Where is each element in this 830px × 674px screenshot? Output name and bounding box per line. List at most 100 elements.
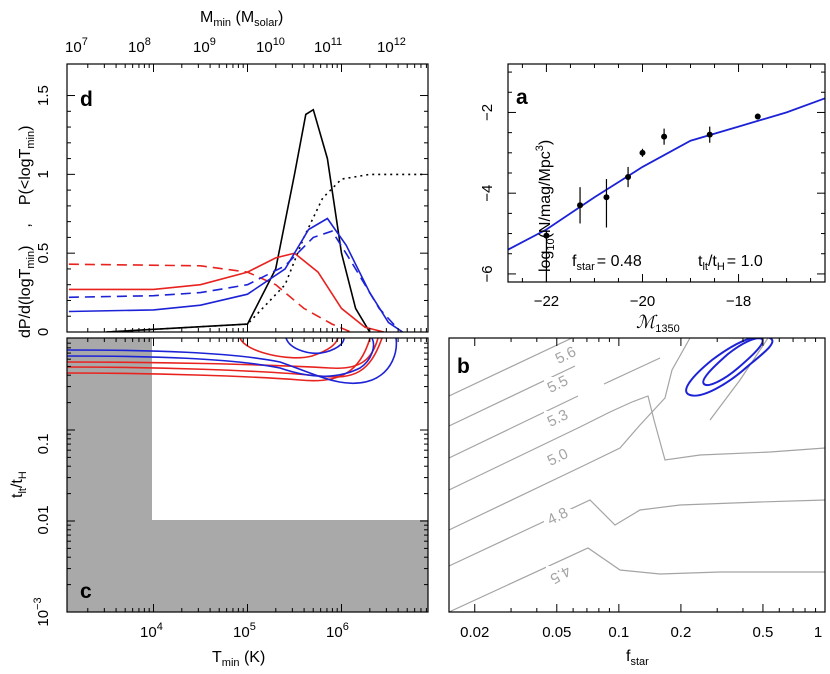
data-point	[754, 113, 761, 120]
red-solid-curve	[68, 252, 384, 332]
panel-a-ticks	[508, 64, 825, 282]
contour-line	[449, 338, 691, 531]
panel-a-xtick-label: −20	[630, 293, 655, 310]
data-point	[625, 174, 632, 181]
top-axis-tick-label: 109	[193, 36, 216, 56]
data-point	[577, 202, 584, 209]
panel-c-ytick-label: 10−3	[32, 597, 52, 626]
data-point	[603, 194, 610, 201]
panel-c-ticks	[67, 338, 428, 613]
panel-d-frame	[66, 63, 429, 333]
red-dashed-curve	[68, 263, 352, 332]
blue-contour-outer	[67, 338, 398, 385]
panel-d-curves	[68, 108, 427, 332]
contour-label-bg	[546, 566, 576, 582]
panel-b-frame	[448, 337, 826, 613]
data-point	[543, 232, 550, 239]
panel-b-x-title: fstar	[626, 648, 649, 668]
black-dotted-curve	[106, 173, 427, 332]
panel-a-tlt-annotation: tlt/tH= 1.0	[698, 253, 763, 273]
panel-c-body	[67, 338, 428, 612]
blue-contour-top	[285, 338, 345, 354]
data-point	[639, 149, 646, 156]
panel-a-y-tick-labels: −2 −4 −6	[479, 104, 496, 283]
panel-b-body	[449, 338, 825, 612]
contour-line	[709, 338, 769, 421]
red-contour-mid	[67, 338, 383, 378]
panel-c-ytick-label: 0.1	[35, 434, 52, 455]
top-axis-tick-label: 108	[128, 36, 151, 56]
contour-line	[449, 357, 661, 459]
panel-a-xtick-label: −22	[534, 293, 559, 310]
contour-label-bg	[544, 509, 574, 525]
contour-label-bg	[544, 377, 574, 393]
panel-a-x-title: ℳ1350	[636, 312, 680, 335]
contour-label: 5.0	[545, 445, 571, 469]
contour-label: 4.8	[545, 504, 571, 528]
panel-c-xtick-label: 106	[326, 621, 349, 641]
panel-d-ytick-label: 0	[35, 328, 52, 336]
panel-b-xtick-label: 0.1	[608, 624, 629, 641]
panel-a-ytick-label: −4	[479, 185, 496, 202]
panel-b-ticks	[474, 338, 817, 612]
panel-a-ytick-label: −6	[479, 265, 496, 282]
panel-a-plot	[508, 97, 825, 282]
blue-confidence-inner	[702, 338, 764, 386]
panel-d-ytick-label: 1	[35, 170, 52, 178]
contour-labels: 5.65.55.35.04.84.5	[544, 343, 582, 587]
panel-c-xtick-label: 105	[233, 621, 256, 641]
top-axis-tick-label: 1012	[377, 36, 406, 56]
contour-label-bg	[544, 411, 574, 427]
blue-confidence-outer	[685, 338, 774, 397]
panel-c-x-title: Tmin (K)	[212, 649, 265, 669]
panel-a-ytick-label: −2	[479, 104, 496, 121]
contour-lines	[449, 338, 825, 612]
contour-line	[449, 365, 576, 427]
panel-a-fstar-annotation: fstar= 0.48	[572, 253, 642, 273]
data-point	[706, 131, 713, 138]
panel-b-xtick-label: 1	[814, 624, 822, 641]
contour-label-bg	[544, 450, 574, 466]
panel-d-y-tick-labels: 00.511.5	[35, 85, 52, 336]
contour-line	[449, 338, 573, 397]
top-axis-tick-label: 1011	[314, 36, 342, 56]
panel-b-xtick-label: 0.02	[460, 624, 489, 641]
panel-c-letter: c	[80, 580, 92, 603]
red-contour-top	[239, 338, 339, 359]
contour-line	[449, 547, 825, 612]
blue-solid-curve	[68, 217, 404, 332]
panel-a-y-title: log10(N/mag/Mpc3)	[534, 140, 557, 272]
top-axis-tick-label: 107	[65, 36, 88, 56]
panel-d-y-title: dP/d(logTmin),P(<logTmin)	[17, 126, 37, 338]
top-axis-tick-labels: 107 108 109 1010 1011 1012	[65, 36, 406, 56]
contour-label: 5.5	[545, 372, 571, 396]
panel-c-y-tick-labels: 0.1 0.01 10−3	[32, 434, 52, 627]
panel-c-x-tick-labels: 104 105 106	[140, 621, 349, 641]
black-solid-curve	[106, 108, 371, 332]
panel-c: c 104 105 106 Tmin (K) 0.1 0.01 10−3 tlt…	[9, 337, 429, 669]
blue-contour-inner	[67, 338, 375, 378]
panel-b-xtick-label: 0.2	[670, 624, 691, 641]
panel-d-ticks	[67, 64, 428, 333]
top-axis-title: Mmin (Msolar)	[200, 9, 283, 29]
contour-label-bg	[552, 348, 582, 364]
panel-a-x-tick-labels: −22 −20 −18	[534, 293, 752, 310]
panel-d-ytick-label: 1.5	[35, 85, 52, 106]
panel-c-ytick-label: 0.01	[35, 505, 52, 534]
top-axis-tick-label: 1010	[256, 36, 285, 56]
panel-d-letter: d	[80, 88, 93, 111]
panel-a-xtick-label: −18	[726, 293, 751, 310]
panel-b-xtick-label: 0.05	[542, 624, 571, 641]
contour-line	[449, 395, 825, 491]
panel-a: a −22 −20 −18 −2 −4 −6 ℳ1350 log10(N/mag/Mpc…	[479, 63, 826, 335]
panel-a-letter: a	[516, 86, 528, 109]
excluded-region-shade	[67, 338, 428, 612]
model-fit-line	[508, 97, 825, 251]
red-contour-inner	[67, 338, 371, 382]
data-point	[661, 133, 668, 140]
